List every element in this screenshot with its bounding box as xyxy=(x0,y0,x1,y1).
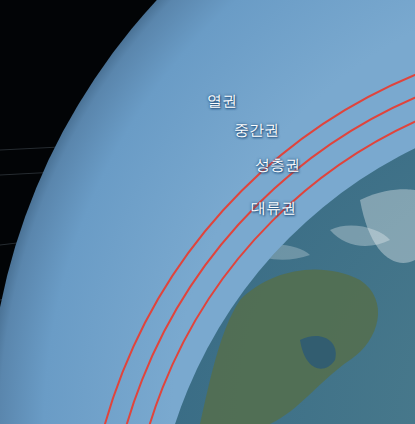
layer-label: 열권 xyxy=(207,93,237,110)
layer-label: 성층권 xyxy=(255,157,300,174)
earth-globe xyxy=(152,101,415,424)
layer-boundaries xyxy=(85,34,415,424)
earth-surface xyxy=(200,189,415,424)
layer-label: 중간권 xyxy=(234,122,279,139)
layer-label: 대류권 xyxy=(251,200,296,217)
